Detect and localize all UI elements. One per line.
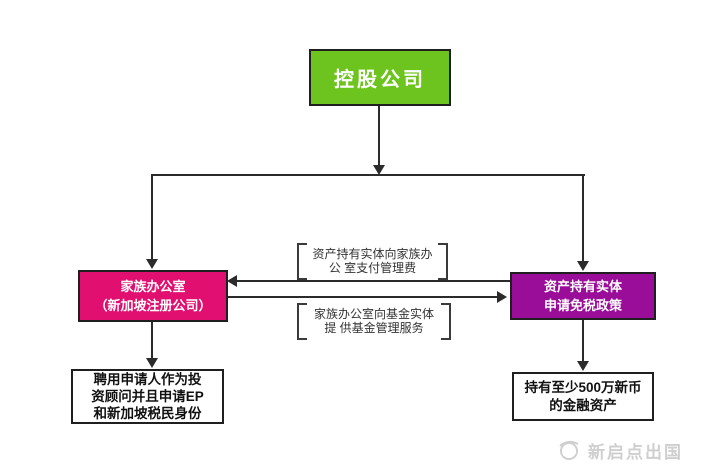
asset-entity-line2: 申请免税政策 xyxy=(543,298,622,313)
hire-applicant-line1: 聘用申请人作为投 xyxy=(93,372,202,387)
family-office-line1: 家族办公室 xyxy=(120,279,186,294)
hire-applicant-line3: 和新加坡税民身份 xyxy=(93,406,202,421)
arrowhead-down-icon xyxy=(146,358,158,368)
arrow-fee-line xyxy=(237,280,510,282)
management-fee-line2: 室支付管理费 xyxy=(344,261,417,275)
arrowhead-right-icon xyxy=(497,291,507,303)
asset-entity-box: 资产持有实体 申请免税政策 xyxy=(510,272,656,320)
bracket-left-icon xyxy=(297,243,307,280)
watermark: 新启点出国 xyxy=(556,437,683,463)
holding-company-label: 控股公司 xyxy=(334,69,426,91)
family-office-box: 家族办公室 （新加坡注册公司） xyxy=(78,270,228,322)
bracket-right-icon xyxy=(441,303,451,340)
connector-branch-horizontal xyxy=(152,174,585,176)
arrowhead-down-icon xyxy=(373,165,385,175)
arrow-service-line xyxy=(228,296,498,298)
hire-applicant-box: 聘用申请人作为投 资顾问并且申请EP 和新加坡税民身份 xyxy=(71,369,224,424)
arrowhead-left-icon xyxy=(227,275,237,287)
connector-branch-to-family xyxy=(151,174,153,259)
globe-logo-icon xyxy=(559,440,579,460)
hold-assets-line2: 的金融资产 xyxy=(549,397,617,413)
fund-services-line1: 家族办公室向基金实体提 xyxy=(313,307,434,335)
holding-company-box: 控股公司 xyxy=(309,49,451,106)
bracket-left-icon xyxy=(297,303,307,340)
hire-applicant-line2: 资顾问并且申请EP xyxy=(91,389,204,404)
bracket-right-icon xyxy=(438,243,448,280)
hold-assets-line1: 持有至少500万新币 xyxy=(524,379,642,395)
management-fee-line1: 资产持有实体向家族办公 xyxy=(312,247,433,275)
connector-family-to-hire xyxy=(151,322,153,359)
asset-entity-line1: 资产持有实体 xyxy=(543,279,622,294)
fund-services-line2: 供基金管理服务 xyxy=(339,321,424,335)
arrowhead-down-icon xyxy=(146,259,158,269)
connector-branch-to-asset xyxy=(582,174,584,261)
hold-assets-box: 持有至少500万新币 的金融资产 xyxy=(512,372,654,421)
connector-asset-to-hold xyxy=(582,320,584,361)
family-office-line2: （新加坡注册公司） xyxy=(94,298,212,313)
management-fee-label: 资产持有实体向家族办公 室支付管理费 xyxy=(297,243,448,280)
fund-services-label: 家族办公室向基金实体提 供基金管理服务 xyxy=(297,303,451,340)
arrowhead-down-icon xyxy=(577,261,589,271)
connector-holding-down xyxy=(378,106,380,166)
arrowhead-down-icon xyxy=(577,361,589,371)
watermark-text: 新启点出国 xyxy=(588,442,683,462)
